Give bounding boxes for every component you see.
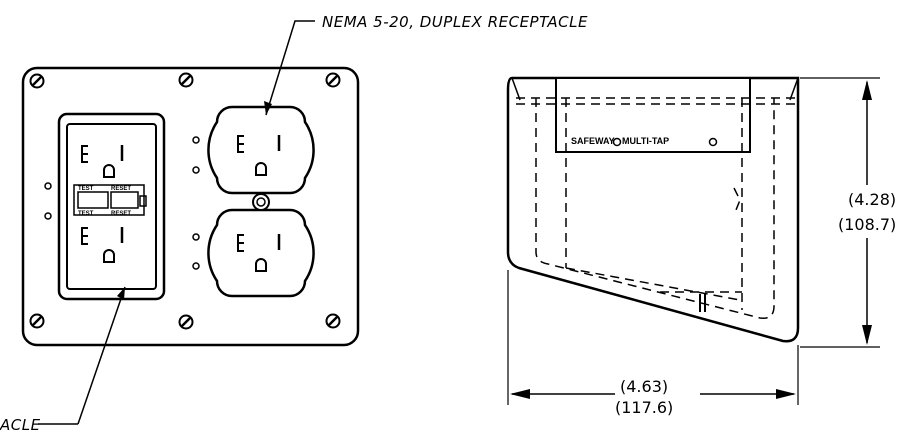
brand-right: MULTI-TAP (622, 136, 669, 146)
screw-top-left-icon (29, 73, 45, 89)
mount-hole-icon (44, 212, 52, 220)
screw-bottom-right-icon (325, 313, 341, 329)
duplex-receptacle (207, 105, 315, 298)
front-view: TEST RESET TEST RESET (0, 13, 588, 434)
dim-width-mm: (117.6) (615, 398, 673, 417)
screw-top-right-icon (325, 72, 341, 88)
screw-top-center-icon (178, 72, 194, 88)
brand-left: SAFEWAY (571, 136, 615, 146)
label-tab (555, 77, 751, 153)
gfci-receptacle: TEST RESET TEST RESET (57, 112, 166, 301)
indicator-hole-icon (192, 233, 200, 241)
dim-width-in: (4.63) (620, 377, 668, 396)
enclosure-outline (506, 76, 800, 343)
indicator-hole-icon (192, 262, 200, 270)
indicator-hole-icon (192, 136, 200, 144)
gfci-top-right-label: RESET (111, 186, 131, 192)
leader-line-bottom (77, 286, 126, 425)
leader-line-top (265, 20, 315, 116)
dim-height-mm: (108.7) (838, 215, 896, 234)
callout-duplex-receptacle: NEMA 5-20, DUPLEX RECEPTACLE (322, 13, 588, 31)
mount-hole-icon (44, 182, 52, 190)
indicator-hole-icon (192, 166, 200, 174)
screw-bottom-center-icon (178, 314, 194, 330)
callout-gfci-receptacle: ACLE (0, 416, 41, 434)
dim-height-in: (4.28) (848, 190, 896, 209)
gfci-top-left-label: TEST (78, 186, 94, 192)
side-view: SAFEWAY MULTI-TAP (4.28) (108.7) (506, 76, 896, 417)
screw-bottom-left-icon (29, 313, 45, 329)
gfci-reset-button-label: RESET (111, 211, 131, 217)
gfci-test-button-label: TEST (78, 211, 94, 217)
